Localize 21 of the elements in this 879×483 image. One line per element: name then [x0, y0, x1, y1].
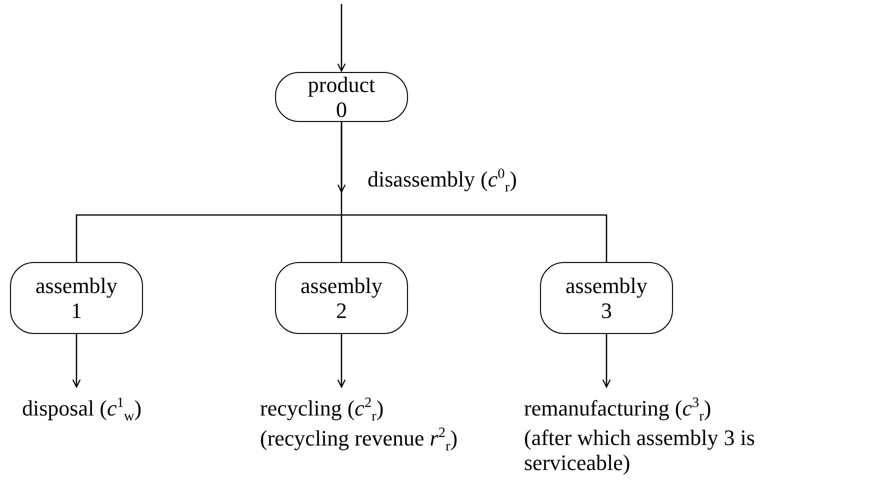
- box-label: assembly 1: [36, 272, 118, 324]
- arrow: [337, 4, 346, 72]
- box-label: product 0: [308, 72, 376, 122]
- rounded-box: [275, 72, 408, 122]
- arrow: [337, 334, 346, 388]
- outcome-text: remanufacturing (c$^{3}$$_{r}$): [524, 395, 712, 426]
- branch-line: [76, 214, 342, 262]
- outcome-text: (after which assembly 3 is serviceable): [524, 425, 756, 476]
- outcome-text: disposal (c$^{1}$$_{w}$): [22, 395, 142, 426]
- box-label: assembly 3: [566, 272, 648, 324]
- arrow: [72, 334, 81, 388]
- box-label: assembly 2: [300, 272, 382, 324]
- rounded-box: [540, 262, 673, 334]
- rounded-box: [10, 262, 143, 334]
- branch-line: [340, 214, 342, 262]
- branch-line: [342, 214, 608, 262]
- outcome-text: recycling (c$^{2}$$_{r}$): [260, 395, 384, 426]
- rounded-box: [275, 262, 408, 334]
- trunk-line: [340, 122, 342, 215]
- arrow: [602, 334, 611, 388]
- outcome-text: (recycling revenue r$^{2}$$_{r}$): [260, 425, 458, 456]
